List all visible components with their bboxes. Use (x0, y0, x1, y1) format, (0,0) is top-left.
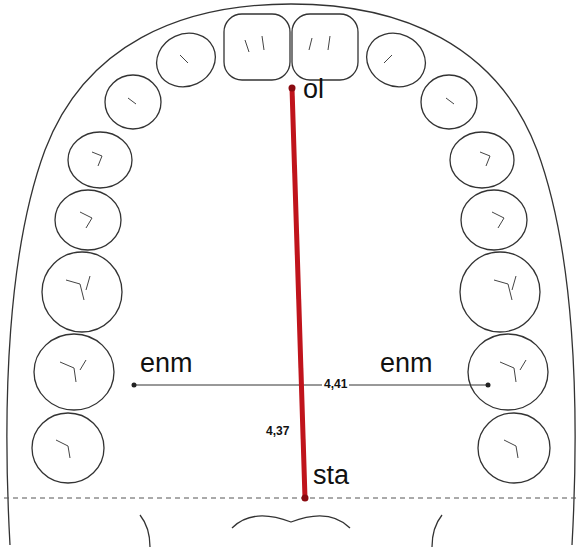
tooth (450, 132, 514, 188)
landmark-label: ol (303, 76, 324, 103)
arch-outline (7, 4, 575, 545)
tooth (460, 252, 540, 332)
reference-line (4, 498, 578, 499)
tooth (148, 24, 224, 96)
dimension-value: 4,41 (322, 377, 349, 391)
tooth (34, 334, 114, 410)
landmark-label: sta (313, 462, 349, 489)
tooth (461, 190, 527, 250)
landmark-label: enm (380, 350, 433, 377)
landmark-dot (302, 495, 309, 502)
tooth (421, 75, 477, 129)
tooth (358, 24, 434, 96)
palate-outline (432, 515, 442, 547)
tooth (478, 413, 550, 483)
landmark-dot (132, 383, 137, 388)
tooth (468, 334, 548, 410)
measure-line (292, 88, 305, 498)
landmark-dot (486, 383, 491, 388)
palate-outline (140, 515, 150, 547)
tooth (55, 190, 121, 250)
landmark-label: enm (140, 350, 193, 377)
tooth (292, 14, 358, 80)
measure-line (134, 385, 488, 386)
landmark-dot (289, 85, 296, 92)
tooth (224, 14, 290, 80)
dimension-value: 4,37 (264, 424, 291, 438)
palate-outline (232, 516, 350, 528)
